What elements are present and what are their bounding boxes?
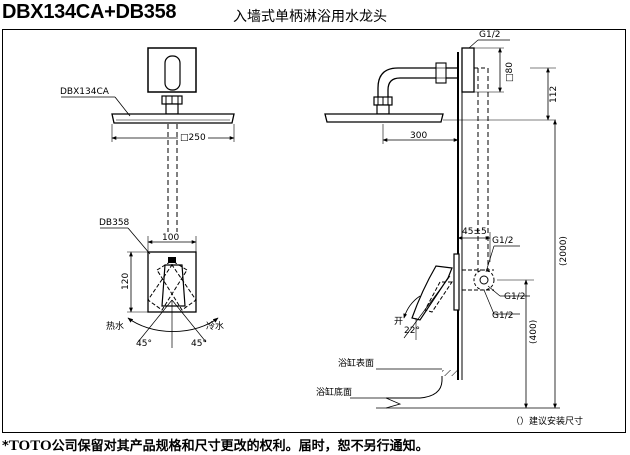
thread-mixer-1-label: G1/2 [492, 236, 513, 246]
tub-bottom-label: 浴缸底面 [316, 386, 352, 398]
showerhead-size-label: □250 [180, 133, 206, 143]
shower-arm-outer [377, 67, 458, 98]
handle-side [411, 265, 453, 321]
arm-height-label: 112 [549, 86, 559, 103]
open-angle-label: 22° [404, 326, 420, 336]
front-view: DBX134CA □250 DB358 100 120 热水 [60, 47, 235, 349]
thread-mixer-3-label: G1/2 [492, 311, 513, 321]
shower-arm-front [164, 55, 181, 91]
wall-flange-front [147, 47, 197, 93]
valve-body-hidden [473, 269, 495, 291]
hot-water-label: 热水 [106, 320, 124, 332]
footer-prefix: * [2, 439, 9, 454]
shower-arm-inner [387, 77, 458, 98]
tub-rim-hatch [442, 370, 458, 376]
flange-size-label: □80 [505, 62, 515, 82]
handle-hot-position [147, 261, 188, 311]
mixer-model-label: DB358 [99, 218, 130, 228]
thread-mixer-2-label: G1/2 [504, 292, 525, 302]
showerhead-model-label: DBX134CA [60, 87, 110, 97]
mixer-width-label: 100 [162, 233, 179, 243]
cold-water-label: 冷水 [206, 320, 224, 332]
mixer-install-height-label: (400) [529, 320, 539, 344]
tub-profile [386, 376, 443, 399]
handle-cold-position [156, 261, 197, 311]
arm-reach-label: 300 [410, 131, 427, 141]
legend-note: （）建议安装尺寸 [511, 415, 583, 427]
total-height-label: (2000) [559, 236, 569, 266]
rotation-arc [127, 317, 219, 332]
thread-top-label: G1/2 [479, 30, 500, 40]
product-description: 入墙式单柄淋浴用水龙头 [233, 9, 387, 25]
brand-name: TOTO [8, 438, 52, 454]
wall-flange-side [461, 47, 475, 93]
open-label: 开 [394, 316, 403, 327]
side-view: G1/2 □80 112 300 45±5 [316, 30, 583, 427]
mixer-height-label: 120 [121, 273, 131, 290]
footer-text: 公司保留对其产品规格和尺寸更改的权利。届时，恕不另行通知。 [51, 439, 429, 454]
showerhead-side [324, 113, 444, 123]
model-title: DBX134CA+DB358 [2, 1, 177, 23]
tub-surface-label: 浴缸表面 [338, 357, 374, 369]
showerhead-front [111, 113, 235, 124]
arm-nut [435, 62, 447, 84]
mixer-plate-side [453, 253, 460, 311]
drawing-frame [2, 29, 626, 433]
mixer-offset-label: 45±5 [462, 227, 487, 237]
hot-angle-label: 45° [136, 339, 152, 349]
cold-angle-label: 45° [191, 339, 207, 349]
footer-disclaimer: *TOTO公司保留对其产品规格和尺寸更改的权利。届时，恕不另行通知。 [2, 435, 429, 455]
handle-center [161, 264, 186, 307]
